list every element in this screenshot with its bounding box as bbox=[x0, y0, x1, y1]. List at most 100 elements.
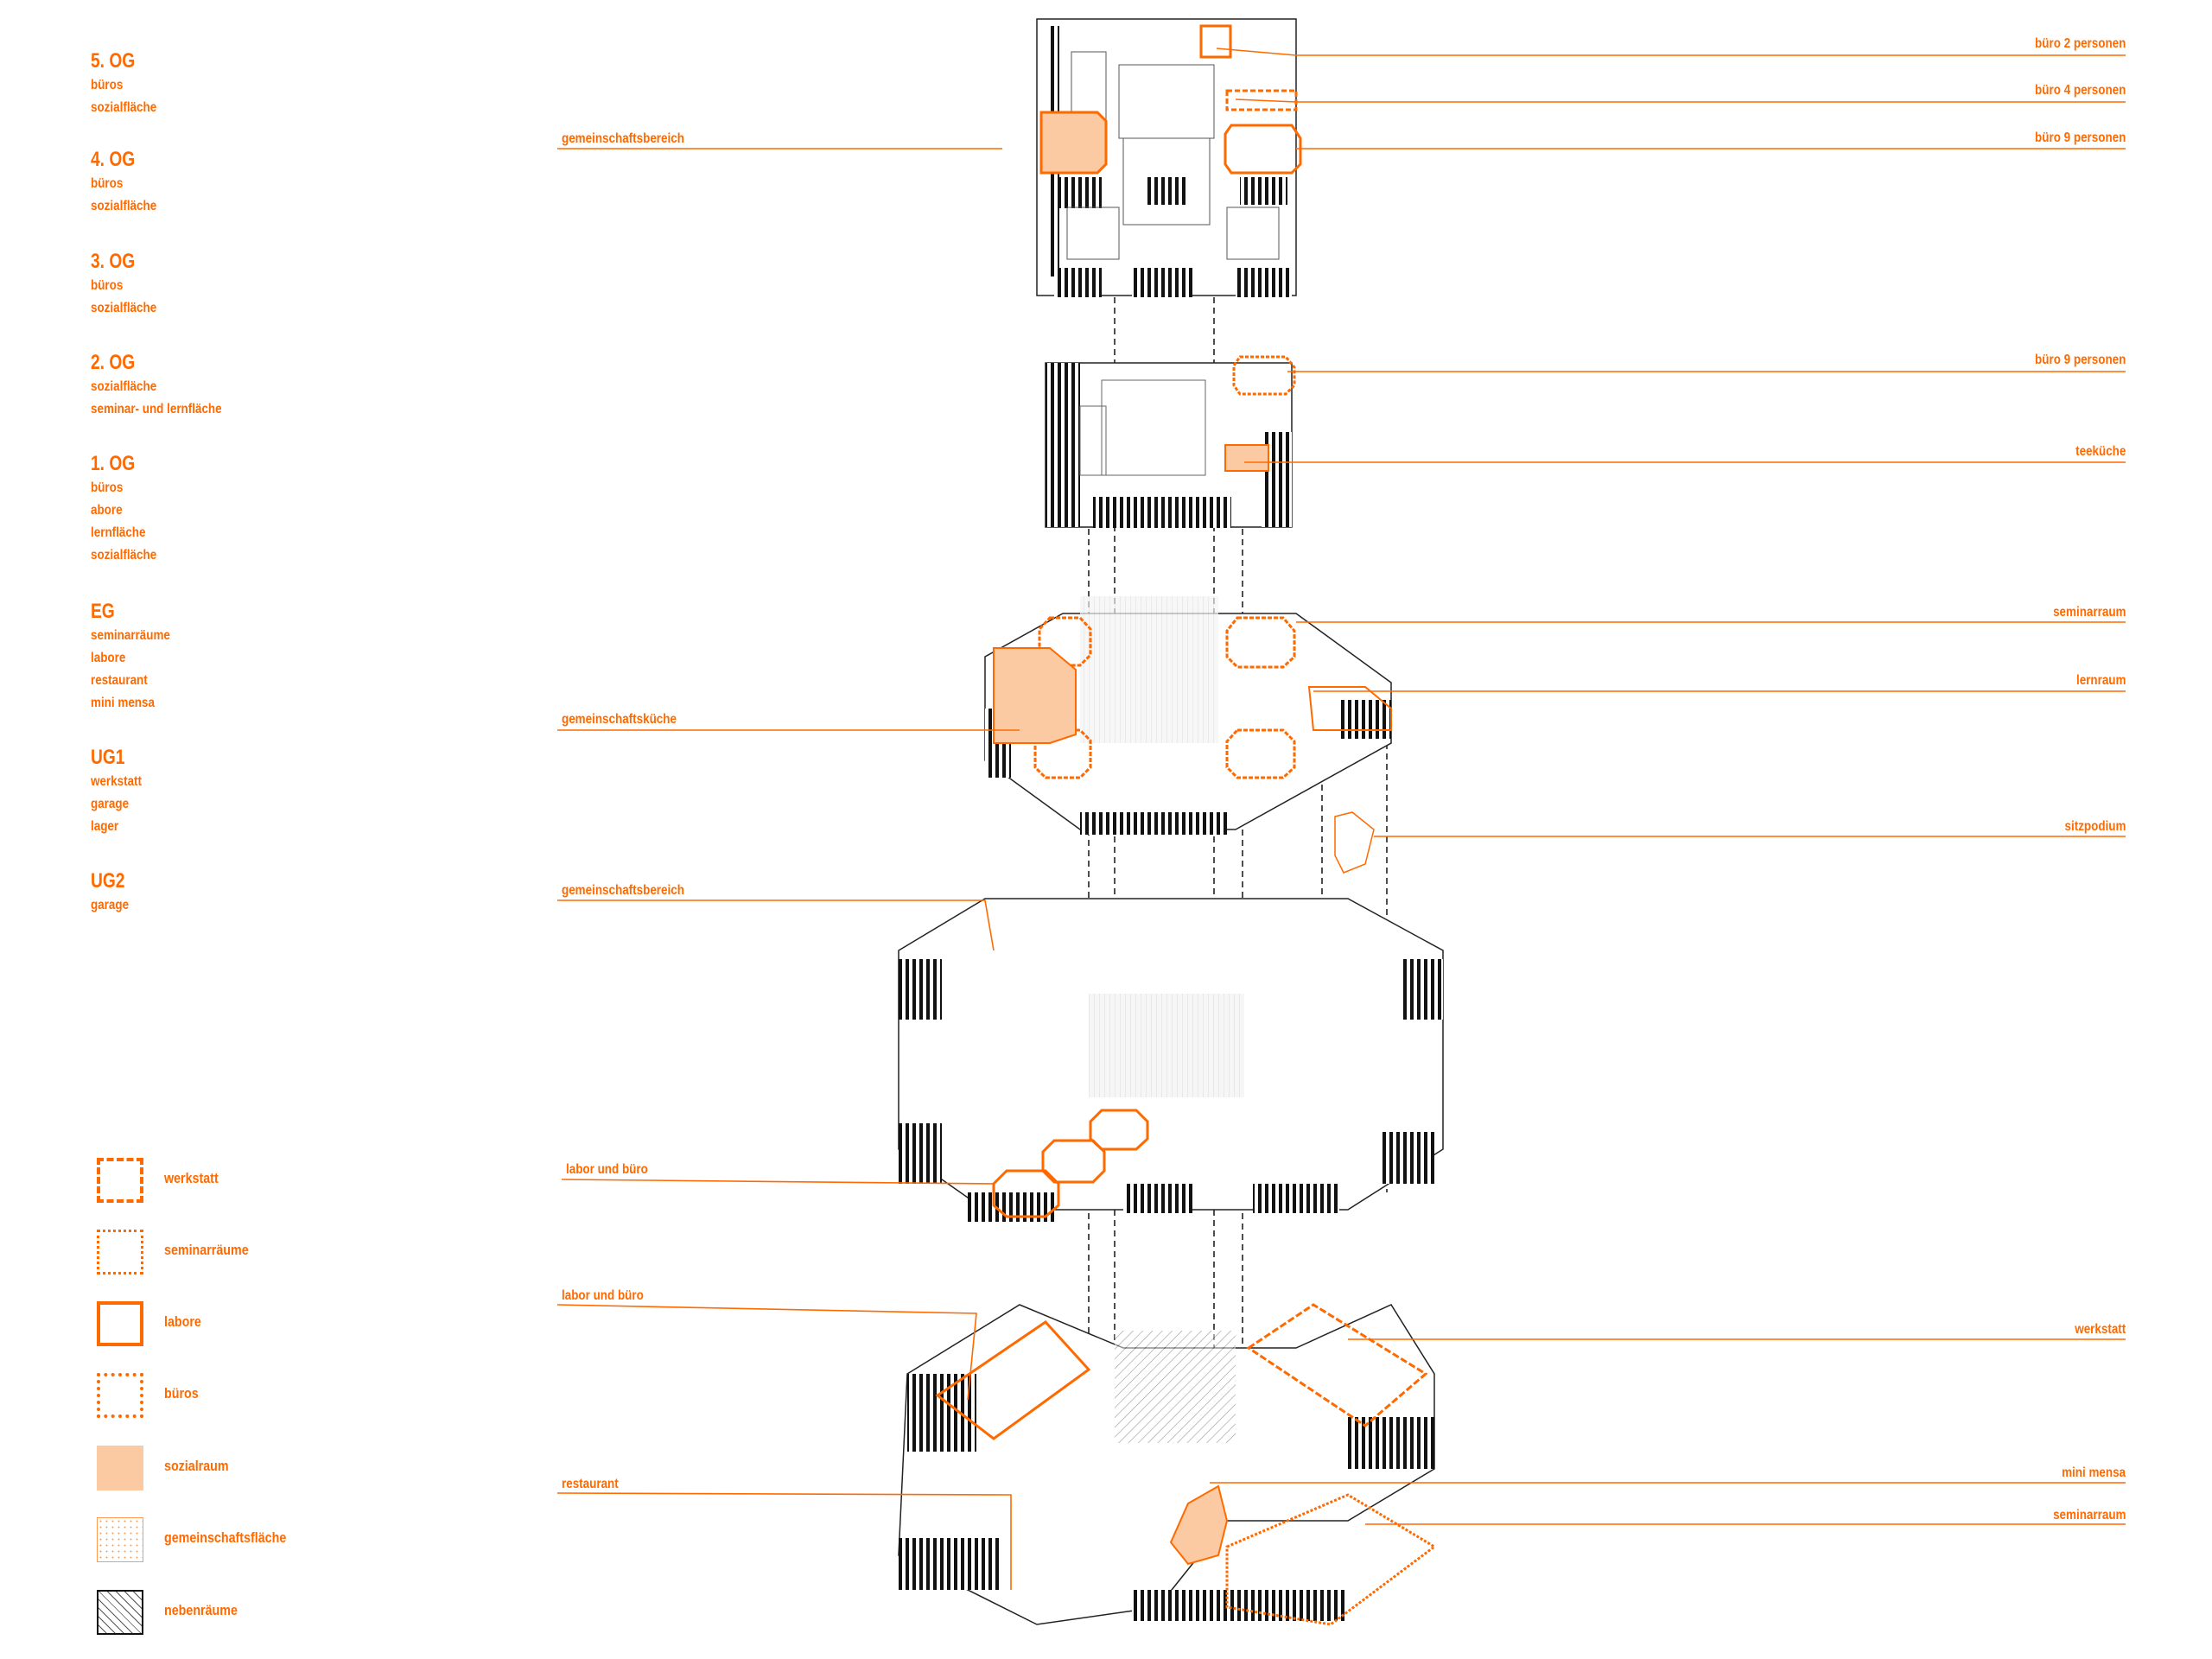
legend-swatch bbox=[97, 1517, 143, 1562]
floor-item: abore bbox=[91, 503, 123, 518]
floor-item: sozialfläche bbox=[91, 301, 157, 315]
floor-item: sozialfläche bbox=[91, 548, 157, 563]
leader-lines bbox=[556, 48, 2126, 1590]
label-buero-9-2og: büro 9 personen bbox=[2034, 353, 2126, 367]
floor-5og: 5. OG büros sozialfläche bbox=[91, 48, 169, 119]
room-buero-4 bbox=[1225, 89, 1298, 111]
room-seminarraum bbox=[1225, 728, 1296, 779]
floor-title: 4. OG bbox=[91, 148, 136, 171]
floor-title: UG1 bbox=[91, 746, 125, 769]
floor-item: büros bbox=[91, 480, 124, 495]
label-labor-und-buero-ug: labor und büro bbox=[562, 1288, 644, 1303]
legend-swatch bbox=[97, 1373, 143, 1418]
room-teekueche bbox=[1224, 444, 1269, 472]
facade-panel bbox=[1382, 1132, 1434, 1184]
legend-label: werkstatt bbox=[164, 1170, 219, 1186]
floor-2og: 2. OG sozialfläche seminar- und lernfläc… bbox=[91, 350, 247, 421]
floor-item: büros bbox=[91, 78, 124, 92]
legend-label: labore bbox=[164, 1313, 201, 1330]
floor-item: seminarräume bbox=[91, 628, 170, 643]
floor-item: büros bbox=[91, 278, 124, 293]
label-buero-2: büro 2 personen bbox=[2034, 36, 2126, 51]
room-seminarraum bbox=[1033, 728, 1092, 779]
floor-item: restaurant bbox=[91, 673, 148, 688]
floor-title: 1. OG bbox=[91, 452, 136, 475]
facade-panel bbox=[1132, 268, 1192, 297]
floor-item: sozialfläche bbox=[91, 100, 157, 115]
floor-item: seminar- und lernfläche bbox=[91, 402, 222, 416]
upper-office-floors bbox=[1036, 18, 1302, 297]
facade-panel bbox=[1244, 1590, 1348, 1621]
facade-panel bbox=[1339, 700, 1391, 739]
floor-item: labore bbox=[91, 651, 126, 665]
label-restaurant: restaurant bbox=[562, 1477, 619, 1491]
legend-label: seminarräume bbox=[164, 1242, 249, 1258]
legend-swatch bbox=[97, 1230, 143, 1274]
room-buero-9 bbox=[1224, 124, 1302, 175]
label-seminarraum-ug: seminarraum bbox=[2052, 1508, 2126, 1522]
room-lernraum bbox=[1307, 686, 1392, 731]
floor-item: lernfläche bbox=[91, 525, 146, 540]
floor-ug1: UG1 werkstatt garage lager bbox=[91, 745, 151, 838]
room-labor-ug bbox=[935, 1320, 1091, 1440]
label-mini-mensa: mini mensa bbox=[2062, 1465, 2126, 1480]
label-sitzpodium: sitzpodium bbox=[2064, 819, 2126, 834]
facade-panel bbox=[1046, 363, 1080, 527]
label-gemeinschaftsbereich-eg: gemeinschaftsbereich bbox=[562, 883, 684, 898]
label-werkstatt: werkstatt bbox=[2074, 1322, 2126, 1337]
facade-panel bbox=[1236, 268, 1292, 297]
floor-title: 5. OG bbox=[91, 49, 136, 73]
facade-panel bbox=[1123, 1184, 1192, 1213]
floor-item: garage bbox=[91, 898, 130, 912]
floor-1og: 1. OG büros abore lernfläche sozialfläch… bbox=[91, 451, 169, 567]
facade-panel bbox=[1080, 812, 1227, 835]
legend-label: nebenräume bbox=[164, 1602, 238, 1618]
room-gemeinschaftskueche bbox=[993, 647, 1077, 744]
facade-panel bbox=[907, 1374, 976, 1452]
facade-panel bbox=[1054, 177, 1102, 208]
first-floor bbox=[984, 596, 1392, 874]
label-seminarraum: seminarraum bbox=[2052, 605, 2126, 620]
room-labor bbox=[992, 1169, 1060, 1218]
floor-eg: EG seminarräume labore restaurant mini m… bbox=[91, 599, 185, 715]
ground-floor bbox=[898, 898, 1444, 1222]
floor-title: UG2 bbox=[91, 869, 125, 893]
label-buero-9: büro 9 personen bbox=[2034, 130, 2126, 145]
legend-swatch bbox=[97, 1446, 143, 1491]
facade-panel bbox=[899, 1538, 1002, 1590]
room-labor bbox=[1089, 1109, 1149, 1151]
leader-line bbox=[561, 1179, 995, 1185]
room-seminarraum-ug bbox=[1225, 1493, 1437, 1626]
floor-item: mini mensa bbox=[91, 696, 155, 710]
floor-4og: 4. OG büros sozialfläche bbox=[91, 147, 169, 218]
floor-ug2: UG2 garage bbox=[91, 868, 136, 917]
label-gemeinschaftskueche: gemeinschaftsküche bbox=[562, 712, 677, 727]
basement-floors bbox=[898, 1303, 1437, 1626]
legend-swatch bbox=[97, 1158, 143, 1203]
floor-title: 2. OG bbox=[91, 351, 136, 374]
label-gemeinschaftsbereich: gemeinschaftsbereich bbox=[562, 131, 684, 146]
room-gemeinschaftsbereich bbox=[1039, 111, 1108, 175]
floor-item: sozialfläche bbox=[91, 379, 157, 394]
room-sitzpodium bbox=[1334, 811, 1375, 874]
leader-line bbox=[556, 1304, 977, 1401]
leader-line bbox=[557, 899, 995, 951]
facade-panel bbox=[1145, 177, 1188, 205]
facade-panel bbox=[899, 959, 942, 1020]
floor-item: werkstatt bbox=[91, 774, 143, 789]
floor-item: garage bbox=[91, 797, 130, 811]
legend-label: gemeinschaftsfläche bbox=[164, 1529, 287, 1546]
leader-line bbox=[556, 1492, 1012, 1590]
facade-panel bbox=[1240, 177, 1287, 205]
facade-panel bbox=[1054, 268, 1102, 297]
leader-line bbox=[1216, 48, 2126, 56]
legend-swatch bbox=[97, 1590, 143, 1635]
floor-3og: 3. OG büros sozialfläche bbox=[91, 249, 169, 320]
room-buero-2 bbox=[1199, 24, 1232, 59]
legend-swatch bbox=[97, 1301, 143, 1346]
leader-line bbox=[1235, 99, 2126, 103]
floor-title: EG bbox=[91, 600, 115, 623]
room-mini-mensa bbox=[1169, 1484, 1229, 1566]
floor-item: sozialfläche bbox=[91, 199, 157, 213]
